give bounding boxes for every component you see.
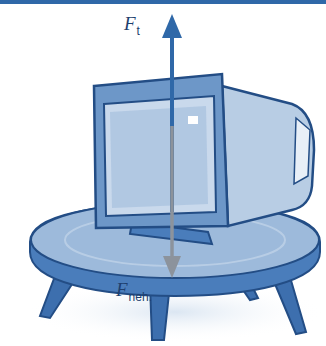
force-down-arrow bbox=[163, 126, 181, 278]
force-symbol: F bbox=[124, 14, 136, 33]
force-subscript: neh. bbox=[129, 291, 152, 303]
top-rule bbox=[0, 0, 326, 4]
force-subscript: t bbox=[137, 25, 140, 37]
force-symbol: F bbox=[116, 280, 128, 299]
television bbox=[94, 74, 314, 244]
